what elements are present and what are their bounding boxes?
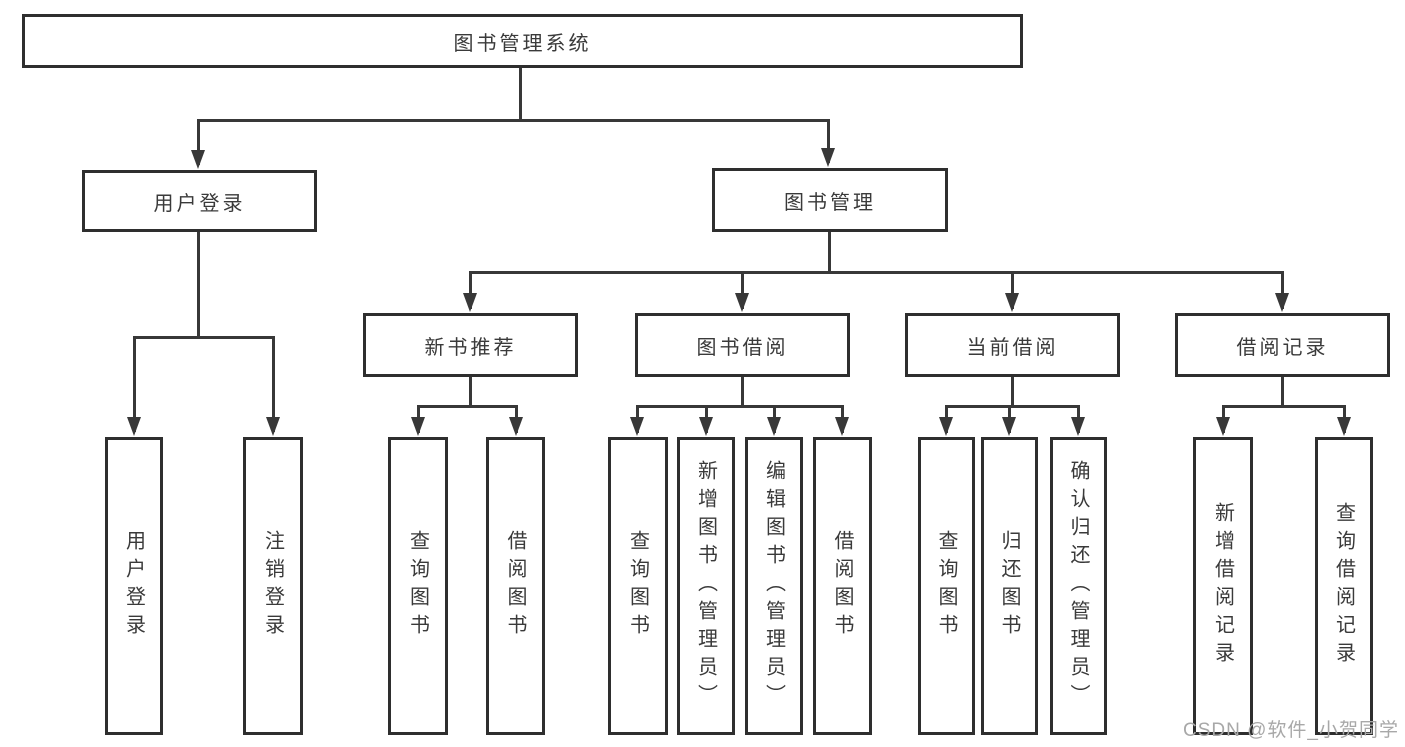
node-book-management: 图书管理 (712, 168, 948, 232)
leaf-cb-confirm-return: 确认归还（管理员） (1050, 437, 1107, 735)
node-book-management-label: 图书管理 (784, 191, 876, 214)
node-current-borrow-label: 当前借阅 (966, 336, 1059, 359)
node-new-book-recommend: 新书推荐 (363, 313, 578, 377)
node-book-borrow: 图书借阅 (635, 313, 850, 377)
arrow-down-icon (191, 150, 205, 169)
connector-to-current-borrow (1011, 271, 1014, 309)
connector-user-login-bus (133, 336, 275, 339)
connector-to-leaf-user-login (133, 336, 136, 432)
connector-level2-bus (197, 119, 830, 122)
arrow-down-icon (767, 417, 781, 436)
arrow-down-icon (463, 293, 477, 312)
arrow-down-icon (411, 417, 425, 436)
node-user-login-label: 用户登录 (153, 192, 246, 215)
connector-to-new-book-recommend (469, 271, 472, 309)
leaf-user-login: 用户登录 (105, 437, 163, 735)
arrow-down-icon (835, 417, 849, 436)
leaf-br-query-record-label: 查询借阅记录 (1332, 502, 1355, 670)
connector-to-leaf-logout (272, 336, 275, 432)
leaf-nb-borrow-book: 借阅图书 (486, 437, 545, 735)
node-book-borrow-label: 图书借阅 (696, 336, 789, 359)
node-user-login: 用户登录 (82, 170, 317, 232)
leaf-nb-query-book: 查询图书 (388, 437, 448, 735)
connector-bb-bus (636, 405, 844, 408)
arrow-down-icon (509, 417, 523, 436)
connector-to-book-borrow (741, 271, 744, 309)
leaf-bb-add-book-label: 新增图书（管理员） (694, 460, 717, 712)
connector-br-bus (1222, 405, 1346, 408)
leaf-br-add-record-label: 新增借阅记录 (1211, 502, 1234, 670)
leaf-bb-edit-book-label: 编辑图书（管理员） (762, 460, 785, 712)
leaf-cb-query-book-label: 查询图书 (935, 530, 957, 642)
leaf-nb-borrow-book-label: 借阅图书 (504, 530, 526, 642)
leaf-bb-borrow-book: 借阅图书 (813, 437, 872, 735)
leaf-bb-add-book: 新增图书（管理员） (677, 437, 735, 735)
arrow-down-icon (1002, 417, 1016, 436)
connector-to-user-login (197, 119, 200, 165)
arrow-down-icon (1071, 417, 1085, 436)
leaf-logout-label: 注销登录 (261, 530, 284, 642)
node-new-book-recommend-label: 新书推荐 (424, 336, 517, 359)
csdn-watermark: CSDN @软件_小贺同学 (1183, 720, 1399, 741)
arrow-down-icon (735, 293, 749, 312)
connector-book-mgmt-stem (828, 232, 831, 274)
arrow-down-icon (266, 417, 280, 436)
leaf-logout: 注销登录 (243, 437, 303, 735)
connector-nb-stem (469, 377, 472, 408)
arrow-down-icon (1275, 293, 1289, 312)
leaf-cb-confirm-return-label: 确认归还（管理员） (1067, 460, 1089, 712)
connector-user-login-stem (197, 232, 200, 339)
connector-cb-stem (1011, 377, 1014, 408)
connector-level3-bus (469, 271, 1283, 274)
arrow-down-icon (127, 417, 141, 436)
connector-to-book-management (827, 119, 830, 163)
leaf-bb-query-book: 查询图书 (608, 437, 668, 735)
arrow-down-icon (699, 417, 713, 436)
leaf-br-add-record: 新增借阅记录 (1193, 437, 1253, 735)
arrow-down-icon (630, 417, 644, 436)
leaf-cb-return-book-label: 归还图书 (998, 530, 1020, 642)
leaf-user-login-label: 用户登录 (122, 530, 145, 642)
connector-root-stem (519, 68, 522, 121)
leaf-br-query-record: 查询借阅记录 (1315, 437, 1373, 735)
leaf-bb-borrow-book-label: 借阅图书 (831, 530, 853, 642)
node-root: 图书管理系统 (22, 14, 1023, 68)
node-borrow-records: 借阅记录 (1175, 313, 1390, 377)
node-current-borrow: 当前借阅 (905, 313, 1120, 377)
arrow-down-icon (1005, 293, 1019, 312)
connector-nb-bus (417, 405, 518, 408)
node-borrow-records-label: 借阅记录 (1236, 336, 1329, 359)
node-root-label: 图书管理系统 (453, 32, 592, 55)
arrow-down-icon (821, 148, 835, 167)
leaf-cb-query-book: 查询图书 (918, 437, 975, 735)
leaf-bb-edit-book: 编辑图书（管理员） (745, 437, 803, 735)
leaf-cb-return-book: 归还图书 (981, 437, 1038, 735)
connector-br-stem (1281, 377, 1284, 408)
leaf-nb-query-book-label: 查询图书 (406, 530, 429, 642)
arrow-down-icon (939, 417, 953, 436)
leaf-bb-query-book-label: 查询图书 (626, 530, 649, 642)
arrow-down-icon (1216, 417, 1230, 436)
connector-to-borrow-records (1281, 271, 1284, 309)
arrow-down-icon (1337, 417, 1351, 436)
connector-bb-stem (741, 377, 744, 408)
connector-cb-bus (945, 405, 1080, 408)
